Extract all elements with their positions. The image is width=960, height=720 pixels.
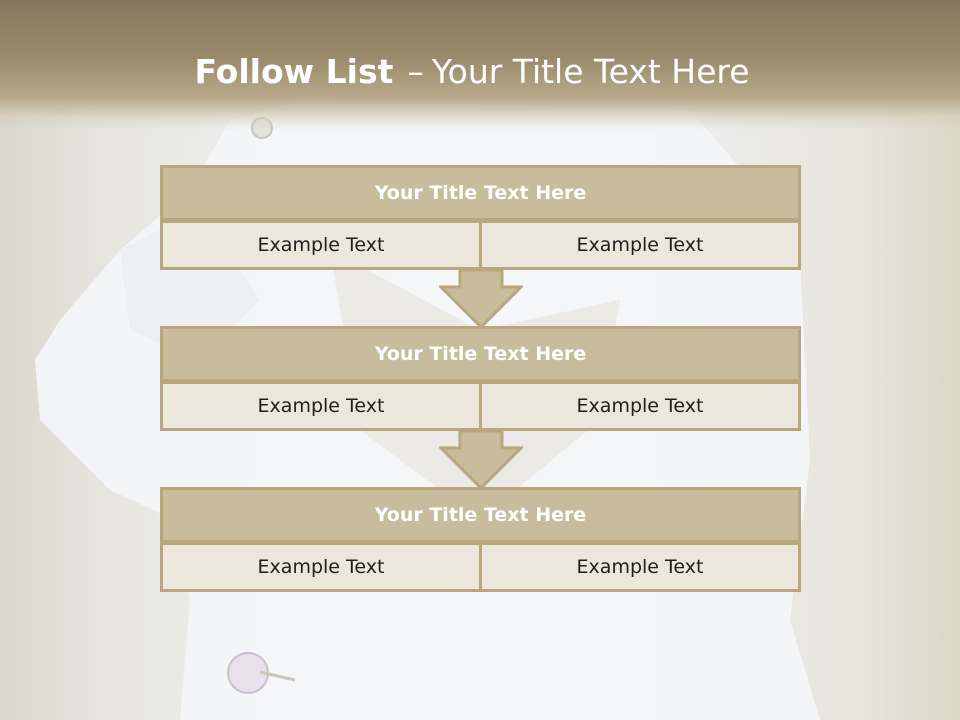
step-block-1: Your Title Text Here Example Text Exampl… — [160, 165, 801, 270]
title-strong: Follow List — [194, 52, 394, 91]
step-title-2: Your Title Text Here — [160, 326, 801, 382]
page-title: Follow List–Your Title Text Here — [0, 52, 944, 91]
step-2-right-text: Example Text — [479, 381, 801, 431]
step-items-1: Example Text Example Text — [160, 220, 801, 270]
title-dash: – — [407, 52, 424, 91]
header-band — [0, 0, 960, 130]
step-block-3: Your Title Text Here Example Text Exampl… — [160, 487, 801, 592]
down-arrow-icon — [439, 430, 523, 490]
down-arrow-icon — [439, 269, 523, 329]
step-2-left-text: Example Text — [160, 381, 482, 431]
step-block-2: Your Title Text Here Example Text Exampl… — [160, 326, 801, 431]
title-rest: Your Title Text Here — [431, 52, 750, 91]
step-items-2: Example Text Example Text — [160, 381, 801, 431]
step-3-left-text: Example Text — [160, 542, 482, 592]
step-1-right-text: Example Text — [479, 220, 801, 270]
step-title-3: Your Title Text Here — [160, 487, 801, 543]
step-3-right-text: Example Text — [479, 542, 801, 592]
step-title-1: Your Title Text Here — [160, 165, 801, 221]
step-items-3: Example Text Example Text — [160, 542, 801, 592]
step-1-left-text: Example Text — [160, 220, 482, 270]
